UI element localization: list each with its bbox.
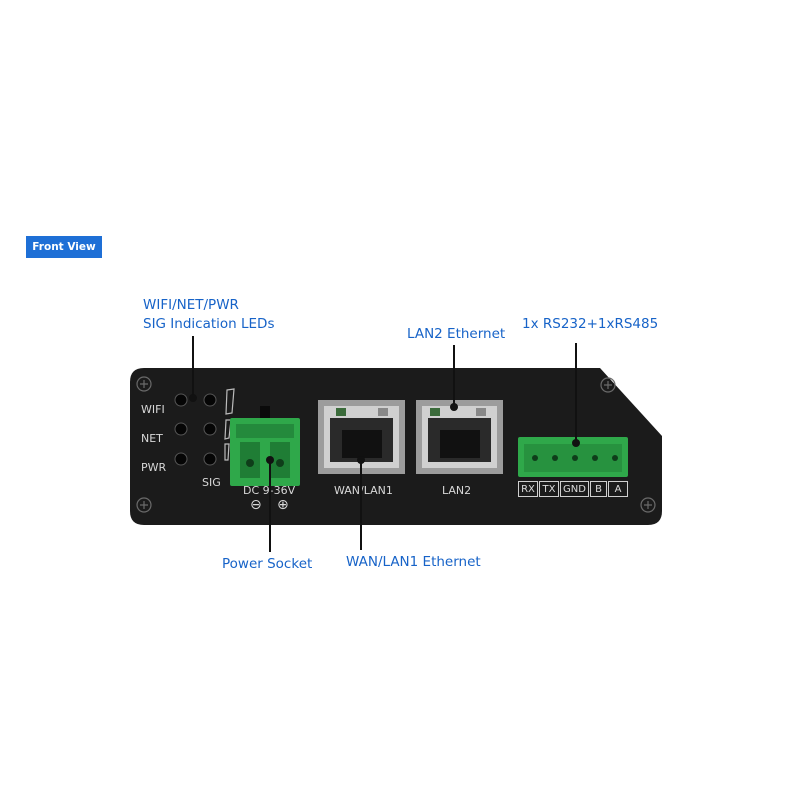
plus-icon: ⊕ bbox=[277, 497, 289, 513]
led-label-net: NET bbox=[141, 432, 163, 445]
power-connector bbox=[230, 418, 300, 486]
serial-leader-dot bbox=[572, 439, 580, 447]
terminal-label-rx: RX bbox=[518, 481, 538, 497]
front-view-badge: Front View bbox=[26, 236, 102, 258]
serial-leader-line bbox=[575, 343, 577, 443]
sig-label: SIG bbox=[202, 476, 221, 489]
serial-callout: 1x RS232+1xRS485 bbox=[522, 316, 659, 332]
leds-callout: WIFI/NET/PWR SIG Indication LEDs bbox=[143, 296, 275, 334]
led-label-wifi: WIFI bbox=[141, 403, 165, 416]
wan-callout: WAN/LAN1 Ethernet bbox=[346, 554, 481, 570]
terminal-label-tx: TX bbox=[539, 481, 559, 497]
leds-leader-dot bbox=[189, 394, 197, 402]
screw-icon bbox=[136, 376, 656, 513]
router-body-graphic bbox=[130, 368, 662, 525]
wan-lan1-label: WAN/LAN1 bbox=[334, 484, 393, 497]
led-indicators bbox=[174, 393, 217, 466]
power-leader-line bbox=[269, 460, 271, 552]
lan2-callout: LAN2 Ethernet bbox=[407, 326, 506, 342]
lan2-leader-line bbox=[453, 345, 455, 407]
terminal-label-b: B bbox=[590, 481, 607, 497]
power-leader-dot bbox=[266, 456, 274, 464]
led-label-pwr: PWR bbox=[141, 461, 167, 474]
serial-terminal-block bbox=[518, 437, 628, 477]
terminal-label-gnd: GND bbox=[560, 481, 589, 497]
leds-callout-line2: SIG Indication LEDs bbox=[143, 316, 275, 332]
leds-leader-line bbox=[192, 336, 194, 398]
lan2-leader-dot bbox=[450, 403, 458, 411]
signal-bars-icon bbox=[224, 388, 235, 461]
leds-callout-line1: WIFI/NET/PWR bbox=[143, 297, 239, 313]
wan-leader-line bbox=[360, 460, 362, 550]
power-callout: Power Socket bbox=[222, 556, 313, 572]
minus-icon: ⊖ bbox=[250, 497, 262, 513]
lan2-port bbox=[416, 400, 503, 474]
terminal-label-a: A bbox=[608, 481, 628, 497]
router-front-panel bbox=[130, 368, 662, 525]
wan-leader-dot bbox=[357, 456, 365, 464]
lan2-label: LAN2 bbox=[442, 484, 472, 497]
